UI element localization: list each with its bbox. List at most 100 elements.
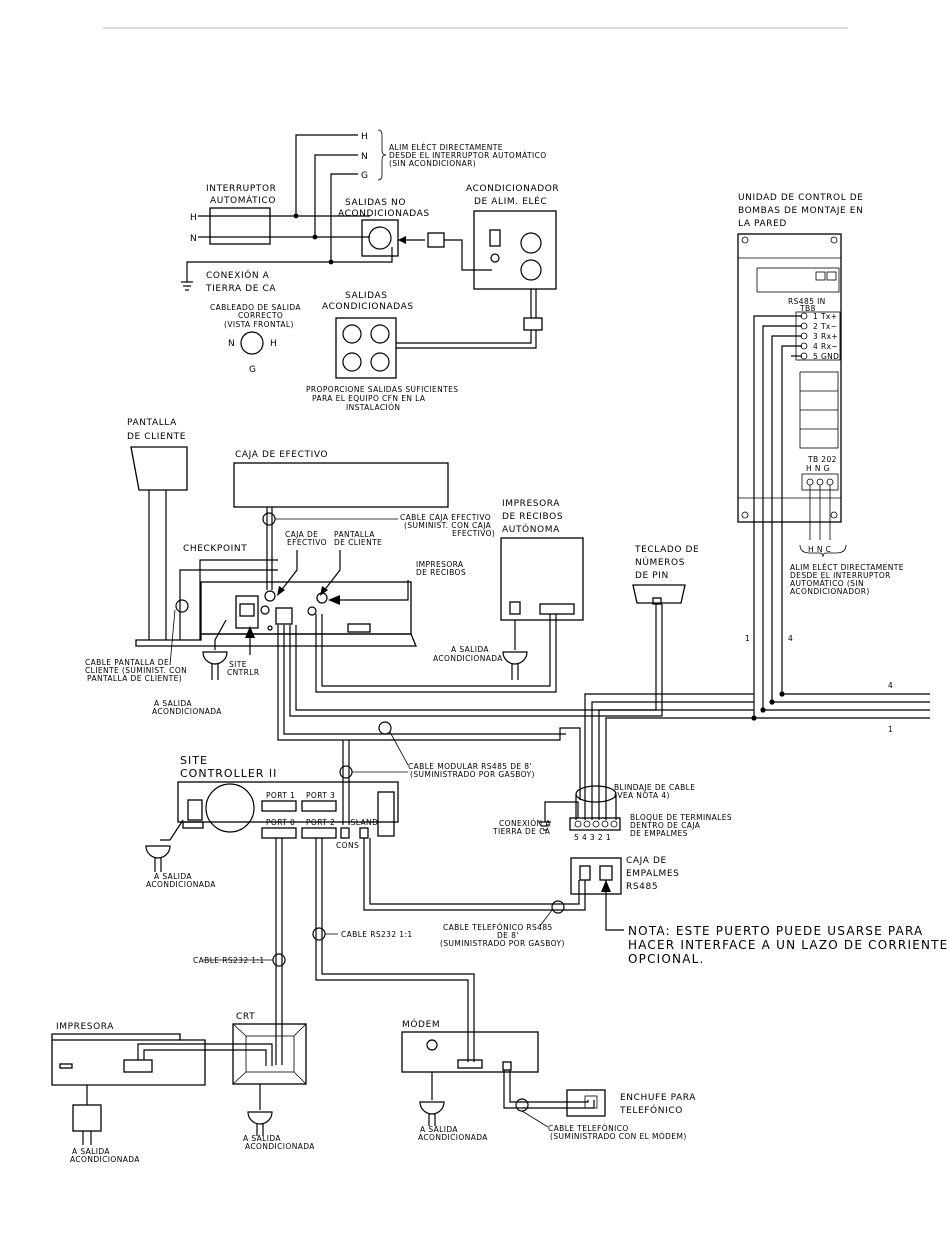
printer <box>51 1033 206 1086</box>
modem-cable-2: (SUMINISTRADO CON EL MÓDEM) <box>550 1132 687 1141</box>
modem-cable-1: CABLE TELEFÓNICO <box>548 1124 629 1133</box>
display-cable-2: CLIENTE (SUMINIST. CON <box>85 666 187 675</box>
sc-outlet-1: A SALIDA <box>154 872 192 881</box>
rp-outlet-2: ACONDICIONADA <box>433 654 503 663</box>
modem-label: MÓDEM <box>402 1018 440 1030</box>
island-port[interactable]: ISLAND <box>348 818 378 827</box>
receipt-printer-3: AUTÓNOMA <box>502 523 560 535</box>
tb8-terminal-4: 4 Rx− <box>813 342 838 351</box>
label-g: G <box>361 171 369 181</box>
terminal-numbers: 5 4 3 2 1 <box>574 833 611 842</box>
cash-cable-1: CABLE CAJA EFECTIVO <box>400 513 491 522</box>
terminal-block-3: DE EMPALMES <box>630 829 688 838</box>
label-h: H <box>361 132 368 142</box>
cd-port-2: EFECTIVO <box>287 538 327 547</box>
rs485-bus: 1 4 4 1 <box>584 315 930 820</box>
unconditioned-outlet <box>361 219 399 257</box>
phone-cable-2: DE 8' <box>497 931 519 940</box>
port-3[interactable]: PORT 3 <box>306 791 335 800</box>
jx-box-2: EMPALMES <box>626 869 679 879</box>
junction-box <box>570 857 622 895</box>
feed-note-2: DESDE EL INTERRUPTOR AUTOMÁTICO <box>389 151 547 160</box>
pump-title-3: LA PARED <box>738 219 787 229</box>
site-cntrlr-1: SITE <box>229 660 247 669</box>
conditioned-outlets <box>335 317 397 379</box>
pin-pad-2: NÚMEROS <box>635 556 685 568</box>
breaker-box <box>209 207 271 245</box>
pump-feed-4: ACONDICIONADOR) <box>790 587 870 596</box>
provide-note-1: PROPORCIONE SALIDAS SUFICIENTES <box>306 385 458 394</box>
display-cable-1: CABLE PANTALLA DE <box>85 658 169 667</box>
modem <box>401 1031 539 1073</box>
cons-port[interactable]: CONS <box>336 841 359 850</box>
terminal-block <box>569 817 621 831</box>
modem-outlet-2: ACONDICIONADA <box>418 1133 488 1142</box>
conditioned-2: ACONDICIONADAS <box>322 302 414 312</box>
phone-jack-1: ENCHUFE PARA <box>620 1093 696 1103</box>
rs485-in: RS485 IN <box>788 297 826 306</box>
customer-display-1: PANTALLA <box>127 418 177 428</box>
port-1[interactable]: PORT 1 <box>266 791 295 800</box>
printer-outlet-1: A SALIDA <box>72 1147 110 1156</box>
tb8: TB8 <box>799 304 816 313</box>
svg-text:N: N <box>190 234 197 244</box>
printer-outlet-2: ACONDICIONADA <box>70 1155 140 1164</box>
sc-title-1: SITE <box>180 754 208 767</box>
rs232-label-b: CABLE RS232 1:1 <box>193 956 265 965</box>
customer-display-2: DE CLIENTE <box>127 432 186 442</box>
sc-title-2: CONTROLLER II <box>180 767 277 780</box>
pd-port-1: PANTALLA <box>334 530 375 539</box>
cp-outlet-1: A SALIDA <box>154 699 192 708</box>
wiring-outlet <box>240 331 264 355</box>
cash-cable-2: (SUMINIST. CON CAJA <box>404 521 492 530</box>
wiring-3: (VISTA FRONTAL) <box>224 320 294 329</box>
rs485-cable-1: CABLE MODULAR RS485 DE 8' <box>408 762 532 771</box>
wiring-1: CABLEADO DE SALIDA <box>210 303 301 312</box>
shield-1: BLINDAJE DE CABLE <box>614 783 695 792</box>
site-controller-box <box>177 781 399 823</box>
tb8-terminal-1: 1 Tx+ <box>813 312 837 321</box>
label-n: N <box>361 152 368 162</box>
receipt-printer-1: IMPRESORA <box>502 499 560 509</box>
receipt-printer <box>500 537 584 621</box>
provide-note-2: PARA EL EQUIPO CFN EN LA <box>312 394 426 403</box>
svg-text:N: N <box>228 339 235 349</box>
tb8-terminal-5: 5 GND <box>813 352 839 361</box>
terminal-block-1: BLOQUE DE TERMINALES <box>630 813 732 822</box>
tb8-terminal-2: 2 Tx− <box>813 322 837 331</box>
display-cable-3: PANTALLA DE CLIENTE) <box>87 674 182 683</box>
rs485-cable-2: (SUMINISTRADO POR GASBOY) <box>410 770 535 779</box>
receipt-printer-2: DE RECIBOS <box>502 512 563 522</box>
cash-drawer-label: CAJA DE EFECTIVO <box>235 450 328 460</box>
port-0[interactable]: PORT 0 <box>266 818 295 827</box>
phone-cable-3: (SUMINISTRADO POR GASBOY) <box>440 939 565 948</box>
port-2[interactable]: PORT 2 <box>306 818 335 827</box>
wiring-2: CORRECTO <box>238 311 283 320</box>
customer-display <box>130 446 188 491</box>
cp-outlet-2: ACONDICIONADA <box>152 707 222 716</box>
printer-label: IMPRESORA <box>56 1022 114 1032</box>
checkpoint-label: CHECKPOINT <box>183 544 247 554</box>
conditioned-1: SALIDAS <box>345 291 388 301</box>
jx-box-1: CAJA DE <box>626 856 667 866</box>
hnc-label: H N C <box>808 545 831 554</box>
cash-drawer <box>233 462 449 508</box>
conditioner-2: DE ALIM. ELÉC <box>474 195 547 207</box>
note-1: NOTA: ESTE PUERTO PUEDE USARSE PARA <box>628 924 923 938</box>
svg-text:H: H <box>190 213 197 223</box>
receipt-port-1: IMPRESORA <box>416 560 464 569</box>
rp-outlet-1: A SALIDA <box>451 645 489 654</box>
pin-pad-3: DE PIN <box>635 571 669 581</box>
peripherals: IMPRESORA A SALIDA ACONDICIONADA CRT A S… <box>51 1012 696 1164</box>
breaker-label-1: INTERRUPTOR <box>206 184 277 194</box>
unconditioned-1: SALIDAS NO <box>345 198 406 208</box>
pump-title-1: UNIDAD DE CONTROL DE <box>738 193 864 203</box>
junction-section: BLINDAJE DE CABLE (VEA NOTA 4) 5 4 3 2 1… <box>363 783 947 966</box>
phone-jack-2: TELEFÓNICO <box>619 1104 683 1116</box>
pump-feed-3: AUTOMÁTICO (SIN <box>790 579 864 588</box>
jx-ground-2: TIERRA DE CA <box>492 827 551 836</box>
pump-unit-box <box>737 233 842 523</box>
shield-2: (VEA NOTA 4) <box>614 791 670 800</box>
